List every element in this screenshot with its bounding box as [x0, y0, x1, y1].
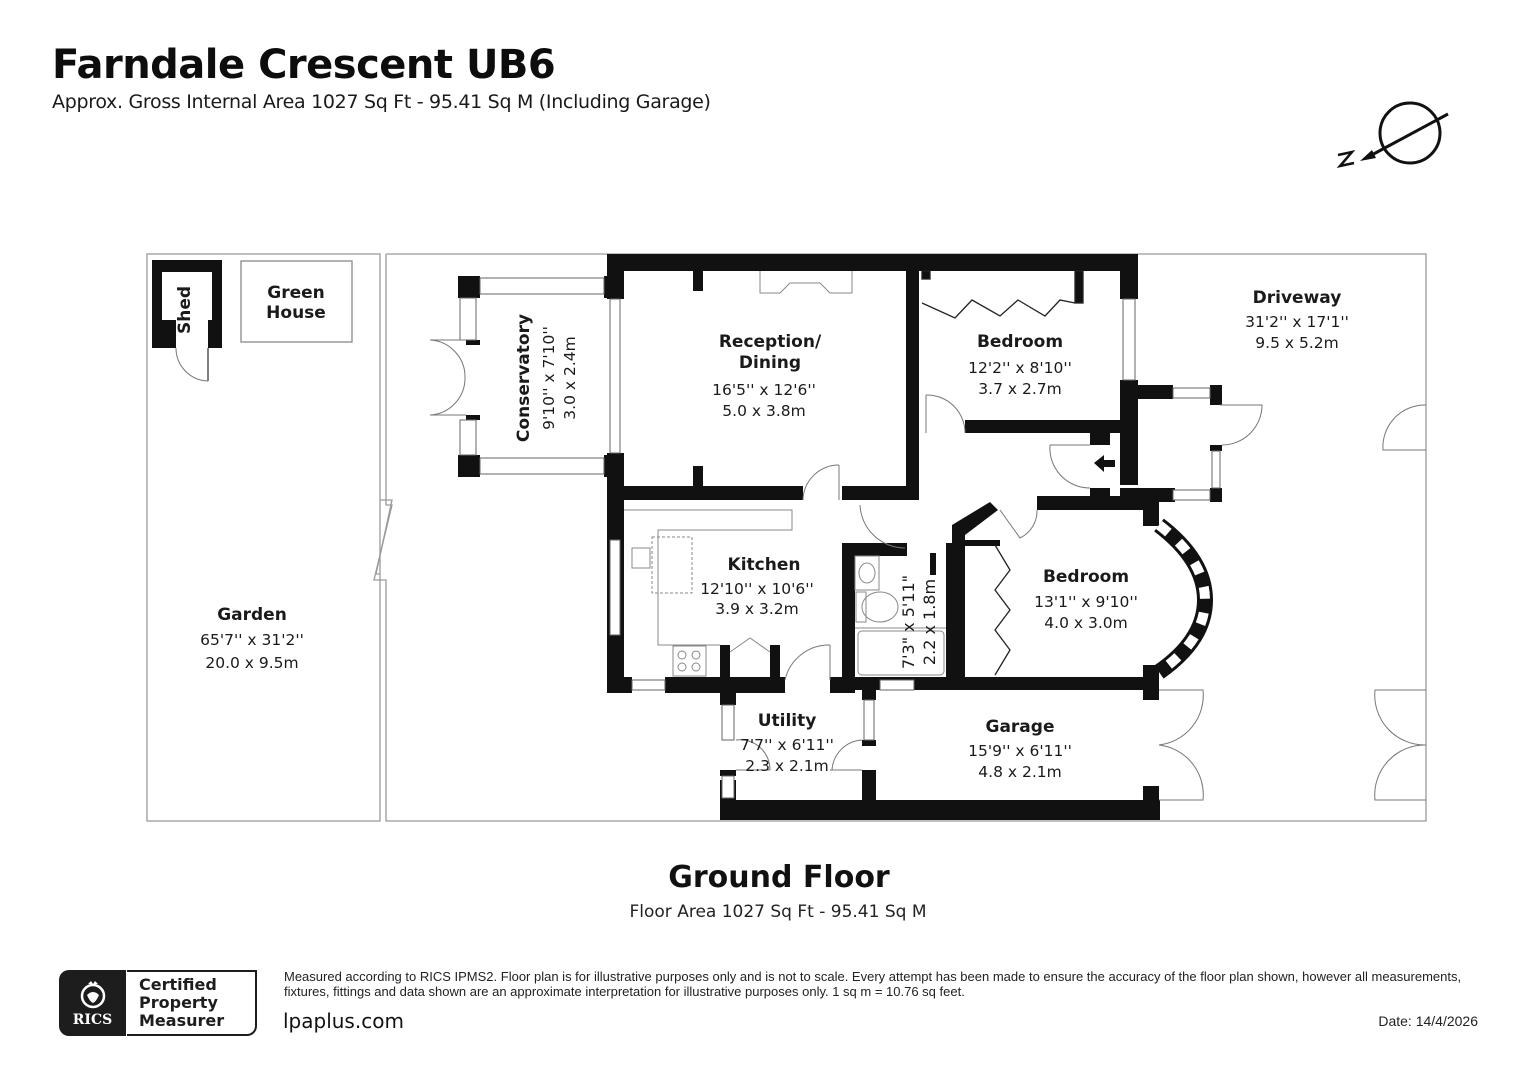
plan-date: Date: 14/4/2026	[1378, 1013, 1478, 1029]
floor-title: Ground Floor	[668, 860, 890, 895]
floor-area: Floor Area 1027 Sq Ft - 95.41 Sq M	[629, 902, 927, 922]
utility-metric: 2.3 x 2.1m	[745, 757, 828, 775]
bedroom1-label: Bedroom	[977, 332, 1063, 352]
driveway-label: Driveway	[1253, 288, 1342, 308]
driveway-metric: 9.5 x 5.2m	[1255, 334, 1338, 352]
reception-metric: 5.0 x 3.8m	[722, 402, 805, 420]
shed	[152, 260, 222, 382]
reception-label-line2: Dining	[739, 353, 801, 373]
entrance-arrow-icon	[1094, 455, 1115, 472]
garage-imperial: 15'9'' x 6'11''	[968, 742, 1072, 760]
reception-imperial: 16'5'' x 12'6''	[712, 381, 816, 399]
rics-badge: RICS Certified Property Measurer	[59, 970, 259, 1036]
garden-metric: 20.0 x 9.5m	[205, 654, 298, 672]
certified-box: Certified Property Measurer	[127, 970, 257, 1036]
conservatory-metric: 3.0 x 2.4m	[561, 336, 579, 419]
rics-logo: RICS	[59, 970, 126, 1036]
bay-window	[1154, 518, 1214, 679]
kitchen-imperial: 12'10'' x 10'6''	[700, 580, 814, 598]
gross-area-subtitle: Approx. Gross Internal Area 1027 Sq Ft -…	[52, 91, 711, 113]
shed-label: Shed	[175, 286, 195, 334]
doors	[429, 339, 1427, 801]
bathroom-imperial: 7'3" x 5'11"	[899, 575, 918, 669]
lion-icon	[80, 981, 106, 1009]
garage-metric: 4.8 x 2.1m	[978, 763, 1061, 781]
website-link[interactable]: lpaplus.com	[283, 1009, 404, 1033]
windows	[459, 277, 1221, 799]
bathroom-metric: 2.2 x 1.8m	[920, 579, 939, 665]
property-title: Farndale Crescent UB6	[52, 42, 556, 88]
bedroom1-imperial: 12'2'' x 8'10''	[968, 359, 1072, 377]
conservatory-label: Conservatory	[514, 314, 534, 442]
fireplace	[759, 271, 853, 294]
greenhouse-label-line2: House	[266, 303, 326, 323]
rics-brand: RICS	[72, 1012, 113, 1028]
driveway-imperial: 31'2'' x 17'1''	[1245, 313, 1349, 331]
plot-outline	[373, 253, 1427, 822]
garden-area	[146, 253, 381, 822]
reception-label-line1: Reception/	[719, 332, 822, 352]
greenhouse	[240, 260, 353, 343]
kitchen-label: Kitchen	[728, 555, 801, 575]
bedroom2-label: Bedroom	[1043, 567, 1129, 587]
conservatory-imperial: 9'10'' x 7'10''	[540, 326, 558, 430]
garage-label: Garage	[986, 717, 1055, 737]
greenhouse-label-line1: Green	[267, 283, 325, 303]
utility-imperial: 7'7'' x 6'11''	[740, 736, 834, 754]
badge-line2: Property	[139, 993, 218, 1012]
kitchen-fittings	[624, 509, 793, 677]
garden-label: Garden	[217, 605, 287, 625]
garden-imperial: 65'7'' x 31'2''	[200, 631, 304, 649]
kitchen-metric: 3.9 x 3.2m	[715, 600, 798, 618]
utility-label: Utility	[758, 711, 817, 731]
bedroom1-metric: 3.7 x 2.7m	[978, 380, 1061, 398]
bedroom2-imperial: 13'1'' x 9'10''	[1034, 593, 1138, 611]
wardrobe-doors	[921, 270, 1084, 676]
north-arrow-icon	[1336, 101, 1449, 168]
badge-line1: Certified	[139, 975, 217, 994]
bathroom-fittings	[854, 555, 946, 676]
disclaimer: Measured according to RICS IPMS2. Floor …	[284, 969, 1462, 999]
badge-line3: Measurer	[139, 1011, 225, 1030]
bedroom2-metric: 4.0 x 3.0m	[1044, 614, 1127, 632]
walls	[458, 254, 1222, 820]
